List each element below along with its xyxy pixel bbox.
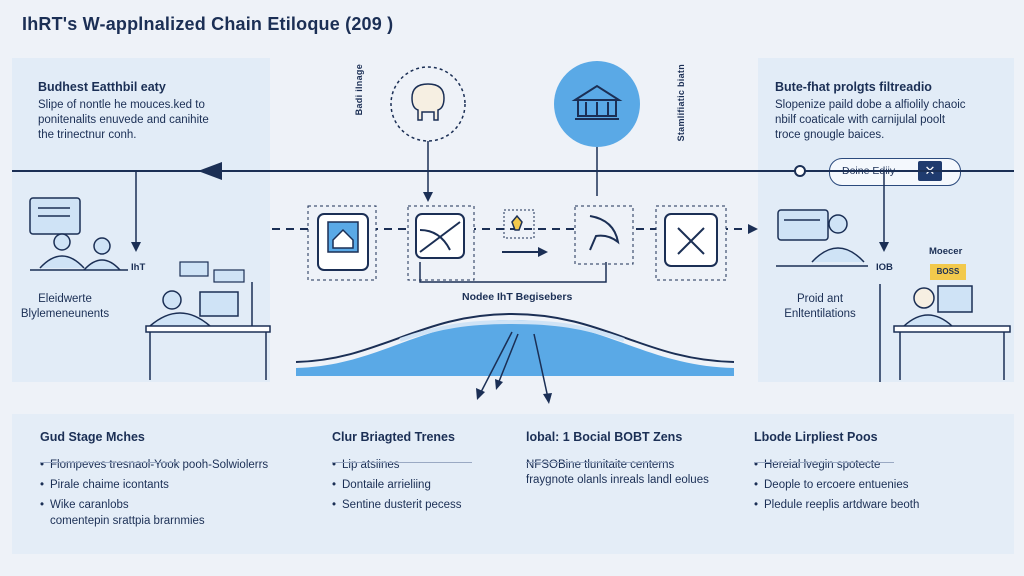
list-item: Deople to ercoere entuenies xyxy=(754,478,984,493)
bridge-label: HBRT / Fero xyxy=(480,324,541,336)
pill-label: Doine Ediiy xyxy=(842,165,896,177)
divider xyxy=(754,462,894,463)
list-item: comentepin srattpia brarnmies xyxy=(50,515,205,527)
right-caption: Proid ant Enltentilations xyxy=(770,292,870,322)
left-text-line: ponitenalits enuvede and canihite xyxy=(38,114,209,126)
right-caption-line: Proid ant xyxy=(796,293,844,305)
handshake-icon xyxy=(589,215,620,251)
person-icon xyxy=(411,83,445,121)
left-vertical-label: Badi ilnage xyxy=(354,64,364,116)
bottom-column-4: Lbode Lirpliest Poos Hereial lvegin spot… xyxy=(754,430,984,518)
right-text-line: Slopenize paild dobe a alfiolily chaoic xyxy=(775,99,966,111)
left-panel-text: Slipe of nontle he mouces.ked to poniten… xyxy=(38,98,209,143)
column-list: Hereial lvegin spotecte Deople to ercoer… xyxy=(754,458,984,513)
node-box-5 xyxy=(655,205,727,281)
left-caption: Eleidwerte Blylemeneunents xyxy=(20,292,110,322)
monitor-label: Moecer xyxy=(929,246,963,257)
list-item: NFSOBine tlunitaite centerns xyxy=(526,459,675,471)
right-caption-line: Enltentilations xyxy=(784,308,856,320)
node-box-1 xyxy=(307,205,377,281)
node-box-3 xyxy=(503,209,535,239)
left-caption-line: Eleidwerte xyxy=(38,293,92,305)
node-box-2 xyxy=(407,205,475,281)
list-item: fraygnote olanls inreals landl eolues xyxy=(526,474,709,486)
building-icon xyxy=(571,84,623,101)
column-list: Flompeves tresnaol-Yook pooh-Solwiolerrs… xyxy=(40,458,270,529)
right-text-line: troce gnougle baices. xyxy=(775,129,885,141)
x-icon xyxy=(677,227,705,255)
left-caption-line: Blylemeneunents xyxy=(20,308,110,320)
top-center-circle xyxy=(554,61,640,147)
top-left-circle xyxy=(390,66,466,142)
arrow-right-icon xyxy=(748,224,758,234)
divider xyxy=(526,462,666,463)
list-item: Flompeves tresnaol-Yook pooh-Solwiolerrs xyxy=(40,458,270,473)
arrow-down-right xyxy=(533,333,549,399)
page-title: IhRT's W-applnalized Chain Etiloque (209… xyxy=(22,14,394,34)
close-button[interactable]: ✕ xyxy=(918,161,942,181)
house-icon xyxy=(327,221,359,253)
list-item: Sentine dusterit pecess xyxy=(332,498,562,513)
edit-pill[interactable]: Doine Ediiy ✕ xyxy=(829,158,961,186)
column-heading: Lbode Lirpliest Poos xyxy=(754,430,878,444)
nodes-bracket xyxy=(419,262,607,283)
right-small-label: IOB xyxy=(876,262,893,273)
divider xyxy=(40,462,180,463)
right-text-line: nbilf coaticale with carnijulal poolt xyxy=(775,114,946,126)
left-text-line: Slipe of nontle he mouces.ked to xyxy=(38,99,205,111)
column-heading: lobal: 1 Bocial BOBT Zens xyxy=(526,430,683,444)
link-icon xyxy=(419,221,461,253)
arrow-down-left xyxy=(479,331,513,395)
node-box-4 xyxy=(574,205,634,265)
hand-icon xyxy=(511,214,523,231)
left-small-label: IhT xyxy=(131,262,146,273)
right-vertical-label: Stamlifiatic biatn xyxy=(676,64,686,142)
left-panel-heading: Budhest Eatthbil eaty xyxy=(38,80,166,94)
list-item: Pledule reeplis artdware beoth xyxy=(754,498,984,513)
column-heading: Clur Briagted Trenes xyxy=(332,430,455,444)
list-item: Hereial lvegin spotecte xyxy=(754,458,984,473)
arrow-down-icon xyxy=(423,192,433,202)
nodes-label: Nodee IhT Begisebers xyxy=(462,291,573,303)
right-panel-text: Slopenize paild dobe a alfiolily chaoic … xyxy=(775,98,966,143)
list-item: Wike caranlobs xyxy=(40,498,270,513)
right-panel-heading: Bute-fhat prolgts filtreadio xyxy=(775,80,932,94)
bottom-column-1: Gud Stage Mches Flompeves tresnaol-Yook … xyxy=(40,430,270,534)
monitor-badge: BOSS xyxy=(930,264,966,280)
divider xyxy=(332,462,472,463)
list-item: Dontaile arrieliing xyxy=(332,478,562,493)
column-heading: Gud Stage Mches xyxy=(40,430,145,444)
list-item: Pirale chaime icontants xyxy=(40,478,270,493)
left-text-line: the trinectnur conh. xyxy=(38,129,137,141)
